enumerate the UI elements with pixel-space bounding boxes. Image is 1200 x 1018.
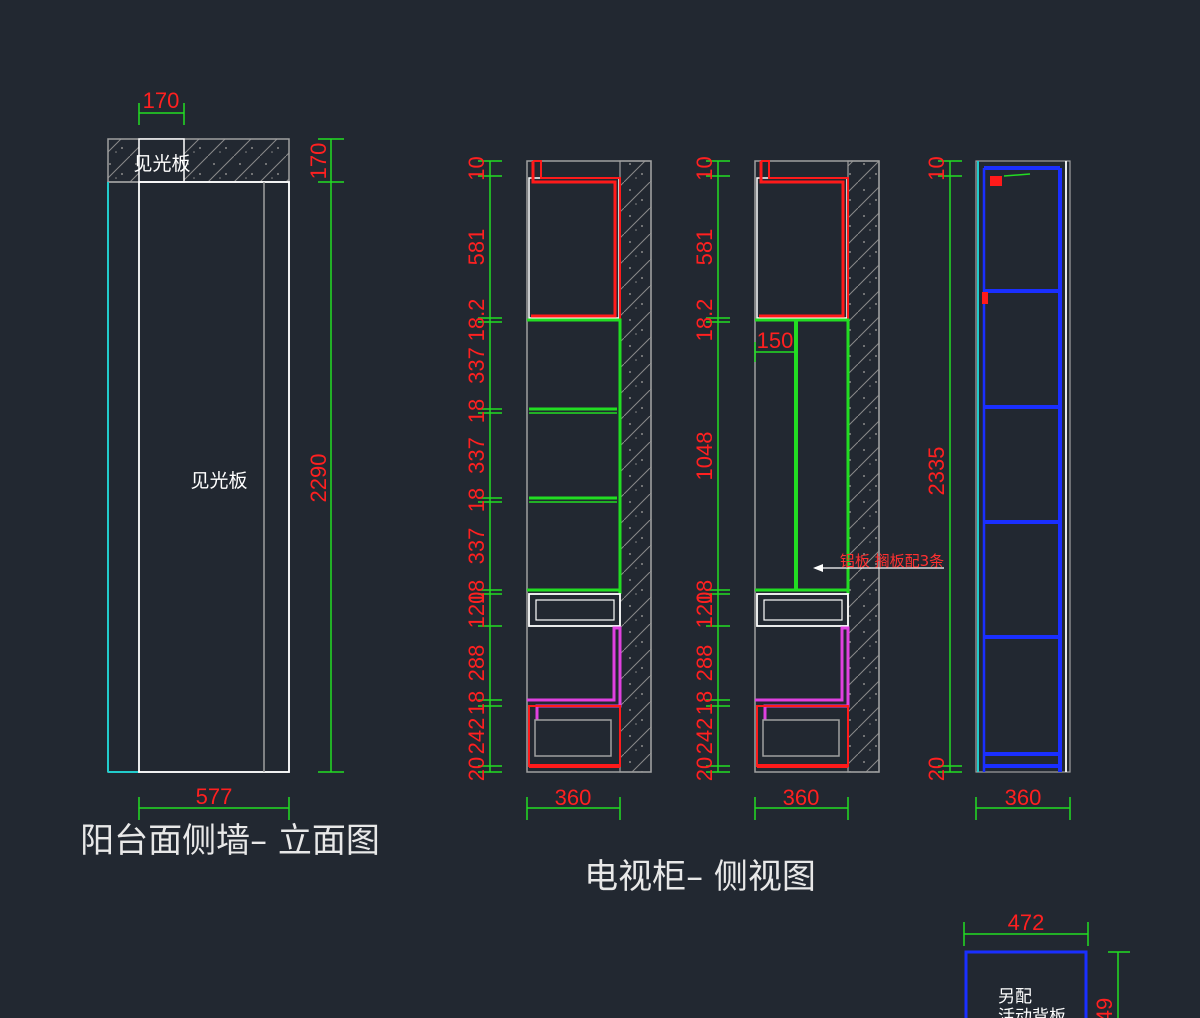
- tv-side-title: 电视柜– 侧视图: [584, 857, 816, 897]
- view2-width-dim: 360: [783, 785, 820, 810]
- tv-side-view-2: 150 铝板 搁板配3条 360 1058118.210481812028818…: [692, 156, 944, 820]
- detail-label-line1: 另配: [998, 987, 1032, 1007]
- dim-label: 20: [464, 757, 489, 781]
- view2-annotation: 铝板 搁板配3条: [840, 552, 944, 570]
- dim-label: 18: [464, 399, 489, 423]
- dim-label: 18: [464, 691, 489, 715]
- dim-label: 2335: [924, 447, 949, 496]
- dim-label: 242: [692, 718, 717, 755]
- svg-text:577: 577: [196, 784, 233, 809]
- wall-section: [619, 160, 652, 773]
- dim-label: 18.2: [464, 299, 489, 342]
- dim-label: 581: [464, 229, 489, 266]
- dim-label: 20: [924, 757, 949, 781]
- dim-label: 337: [464, 528, 489, 565]
- view3-height-dims: 10 2335 20: [924, 156, 962, 781]
- view2-inner-dim: 150: [757, 328, 794, 353]
- dim-label: 18: [464, 580, 489, 604]
- dim-label: 18: [692, 580, 717, 604]
- dim-label: 20: [692, 757, 717, 781]
- dim-label: 337: [464, 347, 489, 384]
- elevation-top-slab: [107, 138, 290, 183]
- detail-width-dim: 472: [1008, 910, 1045, 935]
- tv-side-view-3: 360 10 2335 20: [924, 156, 1071, 820]
- backpanel-detail: 472 49 另配 活动背板: [963, 910, 1130, 1018]
- balcony-wall-elevation: 见光板 见光板 170 170 2290 577 阳台面侧墙– 立面图: [80, 88, 380, 861]
- svg-text:2290: 2290: [306, 454, 331, 503]
- dim-label: 18: [692, 691, 717, 715]
- dim-elevation-bottom: 577: [138, 784, 290, 820]
- dim-label: 1048: [692, 432, 717, 481]
- view3-width-dim: 360: [1005, 785, 1042, 810]
- dim-label: 10: [692, 156, 717, 180]
- detail-side-dim: 49: [1092, 998, 1117, 1018]
- dim-label: 10: [464, 156, 489, 180]
- detail-label-line2: 活动背板: [998, 1007, 1066, 1018]
- dim-label: 18.2: [692, 299, 717, 342]
- panel-label-top: 见光板: [133, 153, 190, 175]
- view1-width-dim: 360: [555, 785, 592, 810]
- dim-elevation-right: 170 2290: [306, 138, 344, 773]
- dim-elevation-top: 170: [138, 88, 185, 125]
- dim-label: 242: [464, 718, 489, 755]
- dim-label: 337: [464, 437, 489, 474]
- svg-text:170: 170: [306, 143, 331, 180]
- dim-label: 120: [464, 592, 489, 629]
- dim-label: 120: [692, 592, 717, 629]
- dim-label: 18: [464, 488, 489, 512]
- svg-text:170: 170: [143, 88, 180, 113]
- elevation-main-panel: [138, 181, 290, 773]
- dim-label: 10: [924, 156, 949, 180]
- panel-label-main: 见光板: [190, 470, 247, 492]
- dim-label: 288: [464, 645, 489, 682]
- elevation-title: 阳台面侧墙– 立面图: [80, 821, 380, 861]
- dim-label: 581: [692, 229, 717, 266]
- dim-label: 288: [692, 645, 717, 682]
- tv-side-view-1: 360 1058118.2337183371833718120288182422…: [464, 156, 652, 820]
